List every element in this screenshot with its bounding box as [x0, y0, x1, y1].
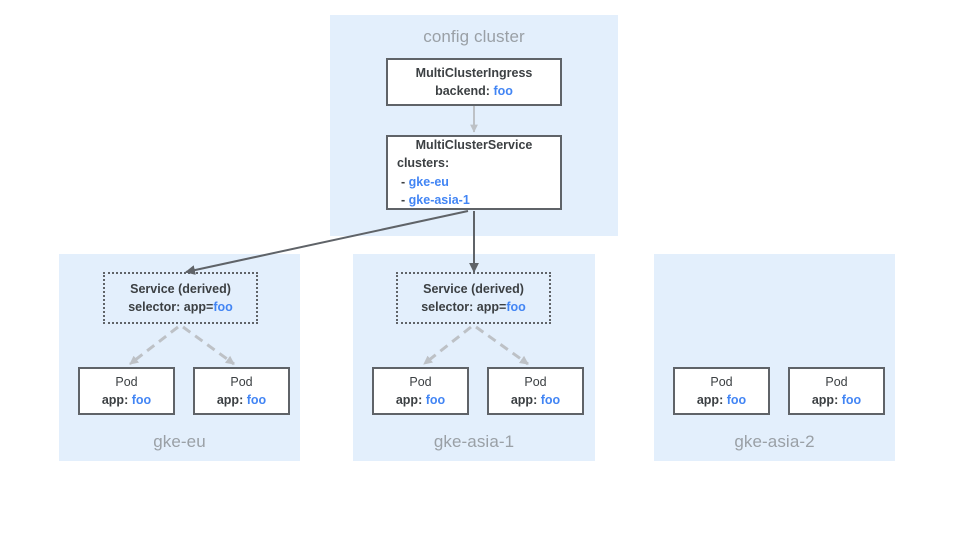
node-derived-service-gke-asia-1[interactable]: Service (derived) selector: app=foo: [396, 272, 551, 324]
cluster-label-config: config cluster: [423, 27, 525, 46]
node-title: Pod: [409, 374, 432, 389]
node-pod-gke-asia-2-0[interactable]: Pod app: foo: [673, 367, 770, 415]
node-pod-gke-eu-0[interactable]: Pod app: foo: [78, 367, 175, 415]
node-field-app: app: foo: [510, 393, 561, 407]
cluster-label-gke-asia-1: gke-asia-1: [433, 432, 515, 451]
node-title: Service (derived): [423, 281, 524, 296]
node-title: Pod: [230, 374, 253, 389]
node-field-app: app: foo: [395, 393, 446, 407]
node-title: Pod: [115, 374, 138, 389]
node-field-clusters-item-1: - gke-asia-1: [401, 192, 470, 207]
node-pod-gke-asia-2-1[interactable]: Pod app: foo: [788, 367, 885, 415]
node-pod-gke-asia-1-1[interactable]: Pod app: foo: [487, 367, 584, 415]
node-pod-gke-eu-1[interactable]: Pod app: foo: [193, 367, 290, 415]
node-field-clusters-label: clusters:: [397, 156, 450, 171]
cluster-label-gke-asia-2: gke-asia-2: [734, 432, 815, 451]
node-multiclusterservice[interactable]: MultiClusterService clusters: - gke-eu -…: [386, 135, 562, 210]
node-field-selector: selector: app=foo: [421, 300, 526, 314]
node-field-clusters-item-0: - gke-eu: [401, 174, 449, 189]
node-title: MultiClusterIngress: [415, 65, 533, 80]
node-title: MultiClusterService: [415, 138, 533, 153]
cluster-panel-gke-asia-2: gke-asia-2: [654, 254, 895, 461]
node-field-app: app: foo: [696, 393, 747, 407]
node-pod-gke-asia-1-0[interactable]: Pod app: foo: [372, 367, 469, 415]
node-derived-service-gke-eu[interactable]: Service (derived) selector: app=foo: [103, 272, 258, 324]
cluster-panel-gke-asia-1: gke-asia-1: [353, 254, 595, 461]
node-multiclusteringress[interactable]: MultiClusterIngress backend: foo: [386, 58, 562, 106]
node-title: Pod: [524, 374, 547, 389]
node-title: Pod: [825, 374, 848, 389]
node-field-app: app: foo: [216, 393, 267, 407]
cluster-label-gke-eu: gke-eu: [153, 432, 206, 451]
node-field-selector: selector: app=foo: [128, 300, 233, 314]
node-title: Service (derived): [130, 281, 231, 296]
node-field-backend: backend: foo: [435, 84, 513, 98]
node-field-app: app: foo: [101, 393, 152, 407]
cluster-panel-gke-eu: gke-eu: [59, 254, 300, 461]
node-title: Pod: [710, 374, 733, 389]
node-field-app: app: foo: [811, 393, 862, 407]
